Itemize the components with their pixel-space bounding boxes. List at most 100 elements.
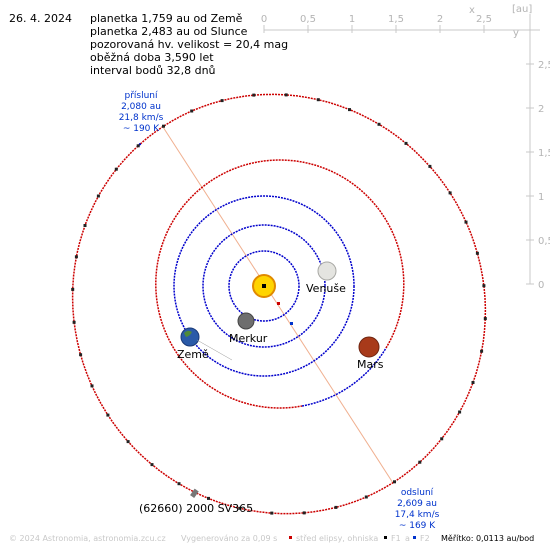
earth-disc xyxy=(180,327,200,347)
x-tick-label: 1 xyxy=(349,14,355,25)
f1-legend-marker xyxy=(384,536,387,539)
asteroid-position-dot xyxy=(79,353,83,357)
generated-text: Vygenerováno za 0,09 s xyxy=(181,534,277,543)
asteroid-position-dot xyxy=(190,109,194,113)
perihelion-distance: 2,080 au xyxy=(121,102,161,112)
asteroid-position-dot xyxy=(428,164,432,168)
f1-legend-text: F1 xyxy=(391,534,401,543)
orbit-venus xyxy=(202,224,326,348)
y-tick-label: 1,5 xyxy=(538,148,550,159)
sun-center-marker xyxy=(262,284,266,288)
mars: Mars xyxy=(357,336,384,371)
asteroid-position-dot xyxy=(471,381,475,384)
y-tick-label: 1 xyxy=(538,192,544,203)
mercury: Merkur xyxy=(229,312,268,345)
asteroid-position-dot xyxy=(364,495,368,499)
y-tick-label: 2,5 xyxy=(538,60,550,71)
asteroid-position-dot xyxy=(90,384,94,388)
orbit-mars-blue xyxy=(301,347,387,407)
orbit-mars-red xyxy=(155,159,405,409)
x-tick-label: 2 xyxy=(437,14,443,25)
copyright-text: © 2024 Astronomia, astronomia.zcu.cz xyxy=(9,534,166,543)
earth-label: Země xyxy=(177,348,209,361)
asteroid: (62660) 2000 SV365 xyxy=(139,488,253,515)
earth-land-icon xyxy=(184,330,192,337)
center-legend-text: střed elipsy, ohniska xyxy=(296,534,378,543)
asteroid-position-dots xyxy=(71,93,487,515)
info-line-4: oběžná doba 3,590 let xyxy=(90,51,214,64)
aphelion-distance: 2,609 au xyxy=(397,499,437,509)
center-legend-marker xyxy=(289,536,292,539)
asteroid-position-dot xyxy=(377,122,381,126)
info-line-3: pozorovaná hv. velikost = 20,4 mag xyxy=(90,38,288,51)
asteroid-position-dot xyxy=(483,317,487,321)
asteroid-position-dot xyxy=(238,506,242,510)
asteroid-position-dot xyxy=(114,167,118,171)
asteroid-position-dot xyxy=(480,349,484,353)
asteroid-position-dot xyxy=(106,413,110,417)
f2-legend-marker xyxy=(413,536,416,539)
x-tick-label: 0 xyxy=(261,14,267,25)
mars-disc xyxy=(358,336,380,358)
mars-label: Mars xyxy=(357,358,384,371)
asteroid-position-dot xyxy=(270,511,274,515)
venus: Venuše xyxy=(306,261,346,295)
asteroid-position-dot xyxy=(316,98,320,102)
asteroid-position-dot xyxy=(302,511,306,515)
focus-f2-marker xyxy=(290,322,293,325)
asteroid-position-dot xyxy=(220,99,224,103)
scale-axes: 00,511,522,5 2,521,510,50 x [au] y xyxy=(261,4,550,291)
asteroid-position-dot xyxy=(475,251,479,255)
perihelion-title: přísluní xyxy=(124,91,158,101)
a-legend-text: a xyxy=(405,534,410,543)
info-line-1: planetka 1,759 au od Země xyxy=(90,12,243,25)
venus-disc xyxy=(317,261,337,281)
perihelion-label: přísluní 2,080 au 21,8 km/s ~ 190 K xyxy=(119,91,164,134)
earth-pointer-line xyxy=(196,339,233,361)
asteroid-icon xyxy=(190,488,199,498)
asteroid-position-dot xyxy=(464,220,468,224)
asteroid-position-dot xyxy=(404,141,408,145)
y-ticks: 2,5 2 1,5 1 0,5 0 xyxy=(526,60,550,291)
asteroid-position-dot xyxy=(252,93,256,97)
mercury-disc xyxy=(237,312,255,330)
perihelion-temp: ~ 190 K xyxy=(123,124,160,134)
asteroid-position-dot xyxy=(74,255,78,259)
asteroid-position-dot xyxy=(440,437,444,441)
header-info: 26. 4. 2024 planetka 1,759 au od Země pl… xyxy=(9,12,288,77)
asteroid-position-dot xyxy=(71,287,75,291)
x-tick-label: 1,5 xyxy=(388,14,404,25)
asteroid-position-dot xyxy=(136,144,140,148)
y-tick-label: 2 xyxy=(538,104,544,115)
x-axis-unit: x xyxy=(469,5,475,16)
asteroid-position-dot xyxy=(177,482,181,486)
ellipse-center-marker xyxy=(277,302,280,305)
asteroid-position-dot xyxy=(458,410,462,414)
y-tick-label: 0,5 xyxy=(538,236,550,247)
perihelion-speed: 21,8 km/s xyxy=(119,113,164,123)
unit-label: [au] xyxy=(512,4,532,15)
aphelion-speed: 17,4 km/s xyxy=(395,510,440,520)
asteroid-position-dot xyxy=(393,480,396,484)
x-tick-label: 2,5 xyxy=(476,14,492,25)
asteroid-position-dot xyxy=(418,460,422,464)
y-tick-label: 0 xyxy=(538,280,544,291)
asteroid-position-dot xyxy=(83,224,87,227)
orbit-mercury xyxy=(228,250,300,322)
asteroid-position-dot xyxy=(448,191,452,195)
asteroid-label: (62660) 2000 SV365 xyxy=(139,502,253,515)
asteroid-position-dot xyxy=(72,320,76,324)
mercury-label: Merkur xyxy=(229,332,268,345)
asteroid-position-dot xyxy=(284,93,288,97)
date-text: 26. 4. 2024 xyxy=(9,12,72,25)
f2-legend-text: F2 xyxy=(420,534,430,543)
asteroid-position-dot xyxy=(150,463,154,467)
sun xyxy=(252,274,276,298)
asteroid-position-dot xyxy=(482,284,486,288)
asteroid-position-dot xyxy=(334,505,338,509)
scale-text: Měřítko: 0,0113 au/bod xyxy=(441,534,534,543)
asteroid-position-dot xyxy=(348,108,351,112)
